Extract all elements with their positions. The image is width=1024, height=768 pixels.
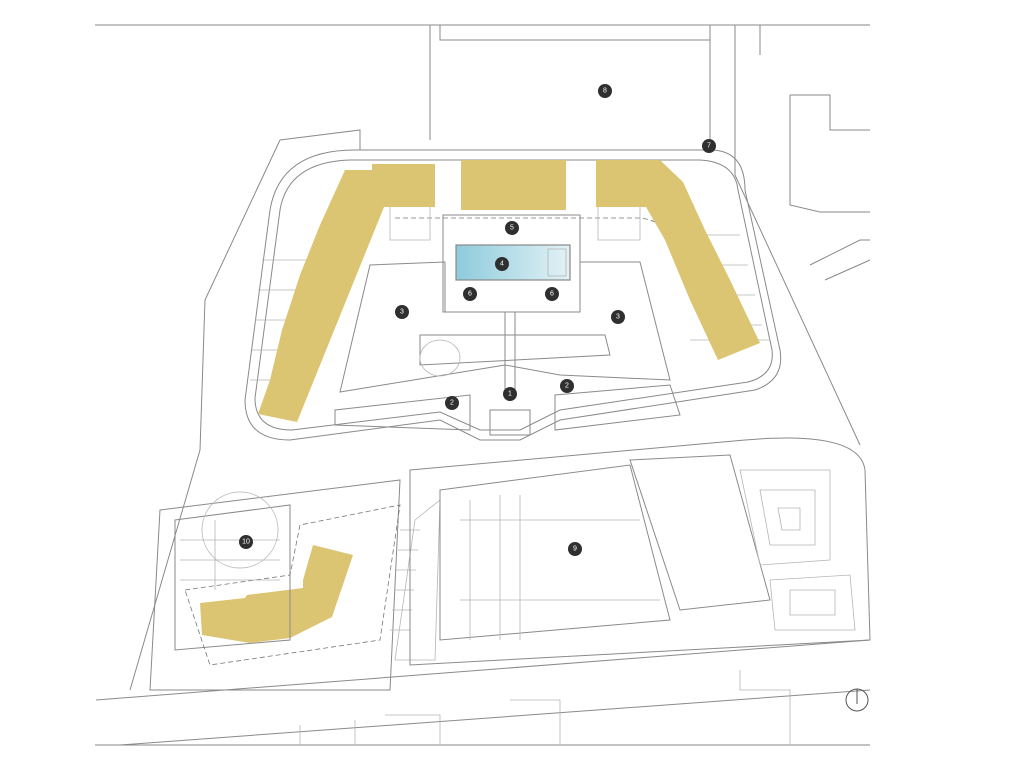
main-complex-outline (244, 149, 782, 441)
svg-text:1: 1 (508, 391, 512, 398)
markers: 1 2 2 3 3 4 5 6 6 7 8 9 10 (239, 84, 716, 556)
svg-text:4: 4 (500, 261, 504, 268)
marker-3: 3 (395, 305, 409, 319)
plot-9-area (409, 437, 871, 666)
marker-6: 6 (545, 287, 559, 301)
building-east-wing (596, 160, 760, 360)
svg-text:5: 5 (510, 225, 514, 232)
marker-9: 9 (568, 542, 582, 556)
building-west-wing (258, 164, 435, 422)
marker-1: 1 (503, 387, 517, 401)
svg-text:3: 3 (616, 314, 620, 321)
marker-5: 5 (505, 221, 519, 235)
marker-4: 4 (495, 257, 509, 271)
marker-10: 10 (239, 535, 253, 549)
marker-2: 2 (560, 379, 574, 393)
svg-text:2: 2 (450, 400, 454, 407)
svg-text:2: 2 (565, 383, 569, 390)
svg-text:10: 10 (242, 539, 250, 546)
marker-3: 3 (611, 310, 625, 324)
north-arrow-icon (845, 688, 869, 712)
svg-text:9: 9 (573, 546, 577, 553)
svg-text:8: 8 (603, 88, 607, 95)
marker-6: 6 (463, 287, 477, 301)
buildings (200, 160, 760, 643)
context-lines (95, 24, 871, 746)
building-central-block (461, 160, 566, 210)
svg-text:3: 3 (400, 309, 404, 316)
svg-text:6: 6 (468, 291, 472, 298)
marker-8: 8 (598, 84, 612, 98)
marker-7: 7 (702, 139, 716, 153)
marker-2: 2 (445, 396, 459, 410)
svg-text:7: 7 (707, 143, 711, 150)
svg-text:6: 6 (550, 291, 554, 298)
swimming-pool (455, 244, 571, 281)
south-parcel (149, 479, 441, 691)
building-south-block (200, 545, 353, 643)
